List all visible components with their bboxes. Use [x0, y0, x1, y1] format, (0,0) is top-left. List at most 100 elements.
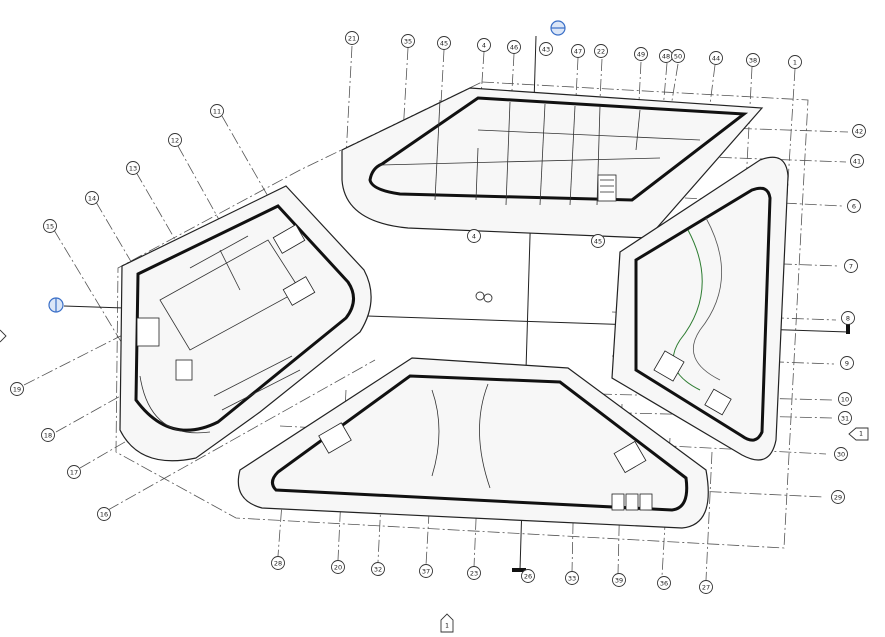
grid-bubble-label: 22: [597, 48, 605, 56]
grid-bubble-label: 30: [837, 451, 845, 459]
grid-bubble-label: 44: [712, 55, 720, 63]
grid-bubble-label: 45: [440, 40, 448, 48]
grid-bubble[interactable]: 4: [477, 38, 491, 52]
grid-bubble-label: 43: [542, 46, 550, 54]
grid-bubble[interactable]: 6: [847, 199, 861, 213]
grid-bubble-label: 45: [594, 238, 602, 246]
grid-bubble-label: 47: [574, 48, 582, 56]
grid-bubble-label: 31: [841, 415, 849, 423]
grid-bubble[interactable]: 20: [331, 560, 345, 574]
grid-bubble-label: 41: [853, 158, 861, 166]
grid-bubble-label: 4: [482, 42, 486, 50]
grid-bubble-label: 12: [171, 137, 179, 145]
elevation-marker-right[interactable]: 1: [848, 427, 869, 441]
grid-bubble[interactable]: 39: [612, 573, 626, 587]
grid-bubble[interactable]: 37: [419, 564, 433, 578]
grid-bubble-label: 4: [472, 233, 476, 241]
elevation-right-label: 1: [859, 431, 863, 438]
grid-bubble-label: 28: [274, 560, 282, 568]
grid-bubble[interactable]: 8: [841, 311, 855, 325]
grid-bubble-label: 10: [841, 396, 849, 404]
grid-bubble[interactable]: 35: [401, 34, 415, 48]
grid-bubble-label: 23: [470, 570, 478, 578]
grid-bubble[interactable]: 38: [746, 53, 760, 67]
grid-bubble[interactable]: 9: [840, 356, 854, 370]
grid-bubble[interactable]: 32: [371, 562, 385, 576]
grid-bubble[interactable]: 27: [699, 580, 713, 594]
grid-bubble-label: 32: [374, 566, 382, 574]
wing-left: [119, 185, 372, 462]
grid-bubble[interactable]: 48: [659, 49, 673, 63]
grid-bubble-label: 33: [568, 575, 576, 583]
grid-bubble-label: 38: [749, 57, 757, 65]
section-end-bottom: [512, 568, 526, 572]
grid-bubble[interactable]: 17: [67, 465, 81, 479]
wing-right: [611, 156, 789, 461]
grid-bubble-label: 8: [846, 315, 850, 323]
grid-bubble[interactable]: 21: [345, 31, 359, 45]
elevation-bottom-label: 1: [445, 623, 449, 630]
grid-bubble-label: 26: [524, 573, 532, 581]
grid-bubble[interactable]: 10: [838, 392, 852, 406]
grid-bubble-label: 37: [422, 568, 430, 576]
grid-bubble[interactable]: 49: [634, 47, 648, 61]
grid-bubble-label: 46: [510, 44, 518, 52]
center-symbol: [475, 291, 493, 303]
grid-bubble[interactable]: 43: [539, 42, 553, 56]
section-end-right: [846, 318, 850, 334]
building-extent: [115, 81, 809, 549]
grid-bubble[interactable]: 41: [850, 154, 864, 168]
grid-bubble[interactable]: 44: [709, 51, 723, 65]
grid-bubble-label: 27: [702, 584, 710, 592]
grid-bubble-label: 35: [404, 38, 412, 46]
grid-bubble[interactable]: 16: [97, 507, 111, 521]
grid-bubble-label: 9: [845, 360, 849, 368]
grid-bubble[interactable]: 14: [85, 191, 99, 205]
grid-bubble[interactable]: 26: [521, 569, 535, 583]
grid-bubble-label: 19: [13, 386, 21, 394]
wing-bottom: [237, 357, 709, 529]
grid-bubble-label: 13: [129, 165, 137, 173]
grid-bubble-label: 49: [637, 51, 645, 59]
grid-bubble[interactable]: 13: [126, 161, 140, 175]
grid-bubble[interactable]: 23: [467, 566, 481, 580]
grid-bubble-label: 1: [793, 59, 797, 67]
elevation-marker-bottom[interactable]: 1: [440, 613, 454, 633]
grid-bubble[interactable]: 47: [571, 44, 585, 58]
grid-bubble-label: 29: [834, 494, 842, 502]
section-marker-left[interactable]: [48, 297, 64, 313]
grid-bubble-label: 39: [615, 577, 623, 585]
grid-bubble[interactable]: 19: [10, 382, 24, 396]
grid-bubble[interactable]: 1: [788, 55, 802, 69]
grid-bubble[interactable]: 18: [41, 428, 55, 442]
grid-bubble[interactable]: 22: [594, 44, 608, 58]
grid-bubble[interactable]: 45: [437, 36, 451, 50]
grid-bubble[interactable]: 36: [657, 576, 671, 590]
grid-bubble[interactable]: 7: [844, 259, 858, 273]
grid-bubble[interactable]: 42: [852, 124, 866, 138]
grid-bubble-label: 15: [46, 223, 54, 231]
grid-bubble-label: 50: [674, 53, 682, 61]
grid-bubble-label: 48: [662, 53, 670, 61]
grid-bubble[interactable]: 50: [671, 49, 685, 63]
grid-bubble-label: 11: [213, 108, 221, 116]
section-marker-top[interactable]: [550, 20, 566, 36]
grid-bubble[interactable]: 33: [565, 571, 579, 585]
top-wing-partitions: [434, 99, 701, 206]
grid-bubble[interactable]: 31: [838, 411, 852, 425]
grid-bubble[interactable]: 45: [591, 234, 605, 248]
elevation-marker-left[interactable]: [0, 329, 7, 343]
grid-bubble-label: 21: [348, 35, 356, 43]
grid-bubble[interactable]: 11: [210, 104, 224, 118]
grid-bubble-label: 16: [100, 511, 108, 519]
grid-bubble[interactable]: 28: [271, 556, 285, 570]
grid-bubble[interactable]: 29: [831, 490, 845, 504]
grid-bubble-label: 7: [849, 263, 853, 271]
grid-bubble[interactable]: 15: [43, 219, 57, 233]
grid-bubble[interactable]: 30: [834, 447, 848, 461]
grid-bubble[interactable]: 4: [467, 229, 481, 243]
grid-bubble[interactable]: 46: [507, 40, 521, 54]
grid-bubble[interactable]: 12: [168, 133, 182, 147]
